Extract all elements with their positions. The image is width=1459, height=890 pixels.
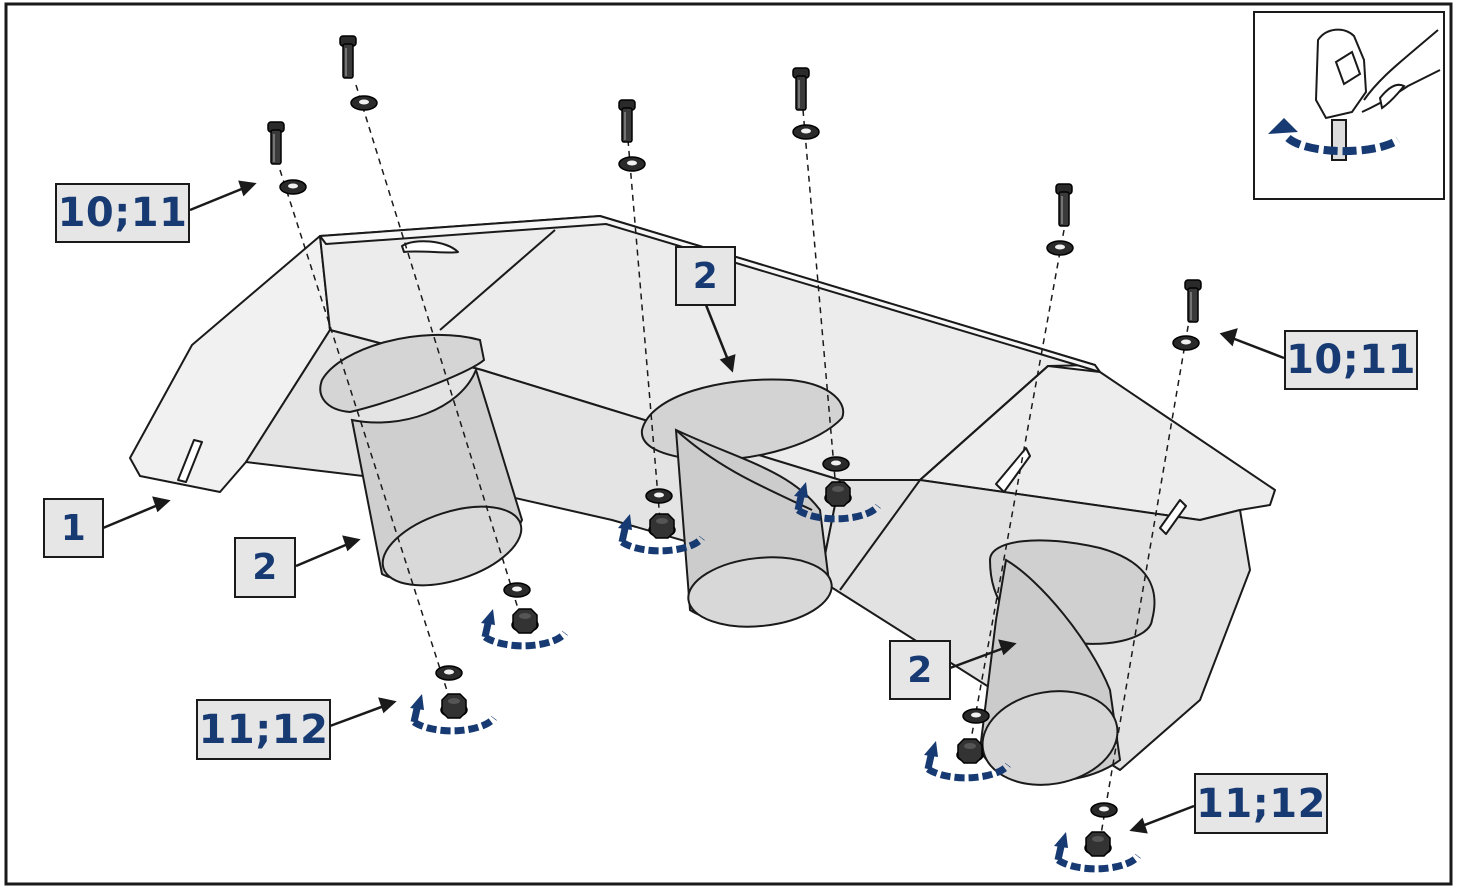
washer-icon (618, 156, 646, 172)
nut-icon (1084, 831, 1112, 857)
callout-washer-nut-right: 11;12 (1194, 773, 1328, 834)
washer-icon (792, 124, 820, 140)
bolt-icon (267, 121, 285, 165)
washer-icon (822, 456, 850, 472)
pipe-center (640, 378, 845, 628)
fastener-axes (279, 84, 1191, 841)
callout-washer-nut-left: 11;12 (196, 699, 331, 760)
nut-icon (440, 693, 468, 719)
callout-part-2-right: 2 (889, 640, 951, 700)
washer-icon (1090, 802, 1118, 818)
callout-part-2-center: 2 (675, 246, 736, 306)
nut-icon (648, 513, 676, 539)
bolt-icon (339, 35, 357, 79)
detail-inset (1253, 11, 1445, 200)
washer-icon (1172, 335, 1200, 351)
nut-icon (511, 608, 539, 634)
bolt-icon (792, 67, 810, 111)
leader-arrows (102, 180, 1285, 834)
page-frame (4, 2, 1453, 886)
bolt-icon (1184, 279, 1202, 323)
bolt-icon (618, 99, 636, 143)
washer-icon (645, 488, 673, 504)
washer-icon (962, 708, 990, 724)
callout-part-2-left: 2 (234, 537, 296, 598)
callout-part-1: 1 (43, 498, 104, 558)
inset-rotation-arrow-icon (1268, 118, 1401, 156)
hand-tightening-bolt-icon (1314, 28, 1441, 161)
washer-icon (350, 95, 378, 111)
callout-bolt-washer-left: 10;11 (55, 183, 190, 243)
pipe-right (978, 539, 1156, 786)
callout-bolt-washer-right: 10;11 (1284, 330, 1418, 390)
washer-icon (503, 582, 531, 598)
nut-icon (956, 738, 984, 764)
bolt-icon (1055, 183, 1073, 227)
nut-icon (824, 481, 852, 507)
washer-icon (279, 179, 307, 195)
washer-icon (1046, 240, 1074, 256)
washer-icon (435, 665, 463, 681)
